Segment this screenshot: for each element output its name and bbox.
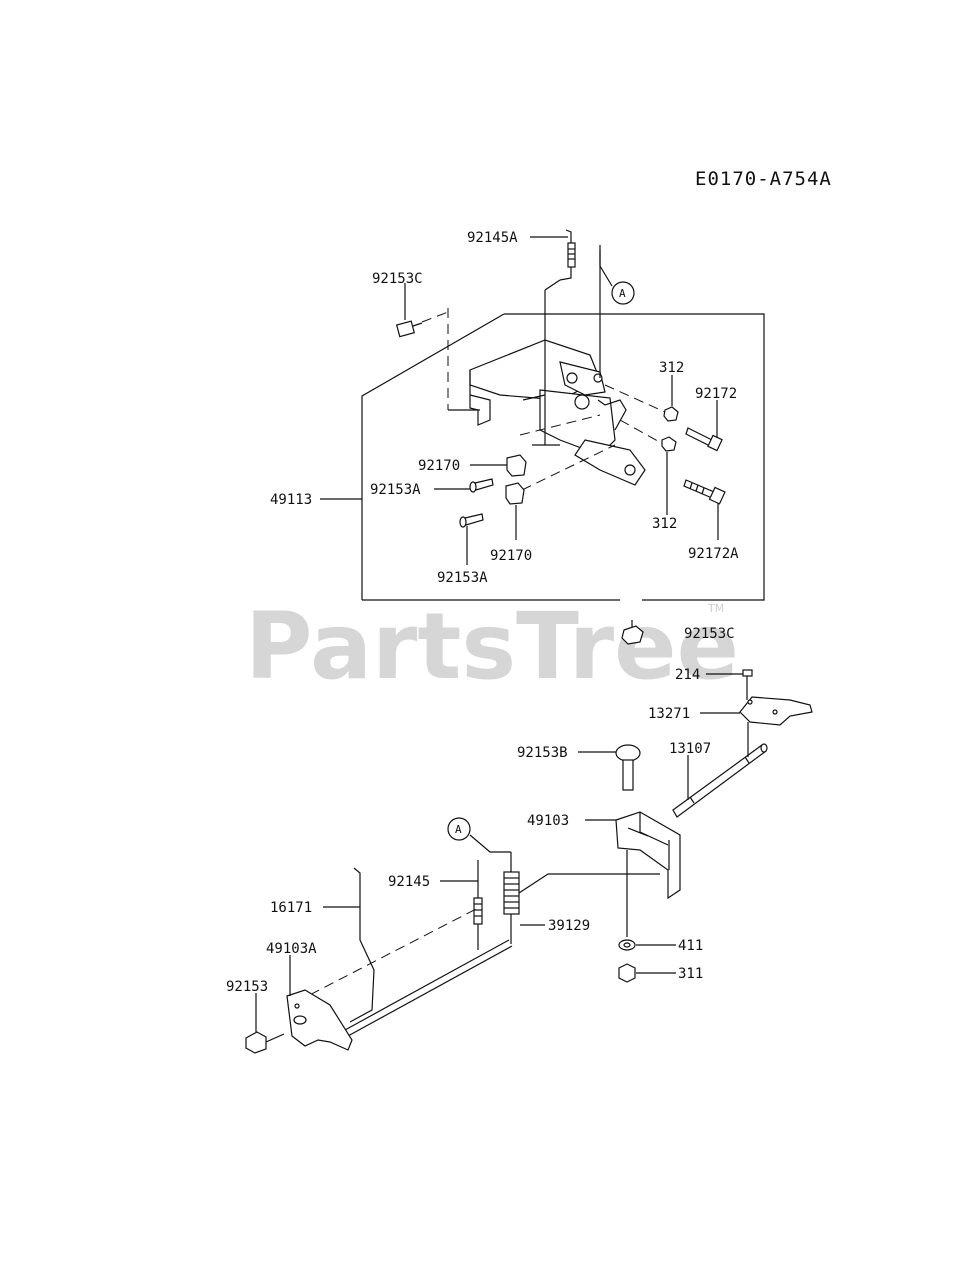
label-13271: 13271	[648, 706, 690, 722]
label-312-bottom: 312	[652, 516, 677, 532]
label-312-top: 312	[659, 360, 684, 376]
clip-92170-top-part	[506, 454, 527, 477]
watermark-tm: TM	[707, 602, 724, 615]
bolt-92153B-part	[615, 744, 641, 791]
label-92153: 92153	[226, 979, 268, 995]
callout-a-upper-label: A	[619, 287, 626, 300]
nut-311-part	[618, 963, 636, 983]
callout-a-lower-label: A	[455, 823, 462, 836]
label-16171: 16171	[270, 900, 312, 916]
screw-92153A-left-part	[469, 478, 494, 493]
nut-312-bottom-part	[661, 436, 677, 452]
label-92153B: 92153B	[517, 745, 568, 761]
label-92153A-left: 92153A	[370, 482, 421, 498]
assembly-bracket-49113	[320, 313, 765, 601]
label-49103: 49103	[527, 813, 569, 829]
spring-39129-part	[503, 852, 660, 944]
nut-312-top-part	[663, 406, 679, 422]
label-92172A: 92172A	[688, 546, 739, 562]
bolt-92153C-mid-part	[621, 620, 644, 645]
label-92172: 92172	[695, 386, 737, 402]
label-92145A: 92145A	[467, 230, 518, 246]
lever-49103-part	[615, 811, 681, 900]
label-92145: 92145	[388, 874, 430, 890]
bolt-92153-part	[245, 1031, 285, 1054]
label-214: 214	[675, 667, 700, 683]
label-92153C-top: 92153C	[372, 271, 423, 287]
screw-92153A-bottom-part	[459, 513, 484, 528]
shaft-13107-part	[672, 722, 768, 818]
label-311: 311	[678, 966, 703, 982]
callout-a-upper: A	[599, 245, 635, 305]
label-39129: 39129	[548, 918, 590, 934]
label-92170-bottom: 92170	[490, 548, 532, 564]
spring-92145-part	[473, 860, 483, 950]
diagram-code: E0170-A754A	[695, 168, 832, 190]
label-92170-top: 92170	[418, 458, 460, 474]
label-92153A-bottom: 92153A	[437, 570, 488, 586]
rod-lower-edge	[347, 945, 513, 1037]
label-49113: 49113	[270, 492, 312, 508]
rod-upper-edge	[344, 939, 510, 1031]
screw-214-part	[742, 669, 753, 700]
control-plate-part	[447, 250, 666, 491]
plate-13271-part	[739, 696, 813, 726]
washer-411-part	[618, 939, 636, 951]
label-92153C-mid: 92153C	[684, 626, 735, 642]
label-13107: 13107	[669, 741, 711, 757]
callout-a-lower: A	[447, 817, 511, 853]
clip-92170-bottom-part	[505, 482, 525, 505]
spring-92145A-part	[559, 229, 576, 281]
label-411: 411	[678, 938, 703, 954]
bolt-92153C-top-part	[395, 311, 449, 338]
lever-49103A-part	[286, 989, 353, 1051]
watermark: PartsTree	[245, 593, 739, 700]
guide-92145	[295, 907, 479, 1003]
bolt-92172A-part	[683, 479, 726, 505]
rod-16171-part	[349, 867, 375, 1023]
label-49103A: 49103A	[266, 941, 317, 957]
